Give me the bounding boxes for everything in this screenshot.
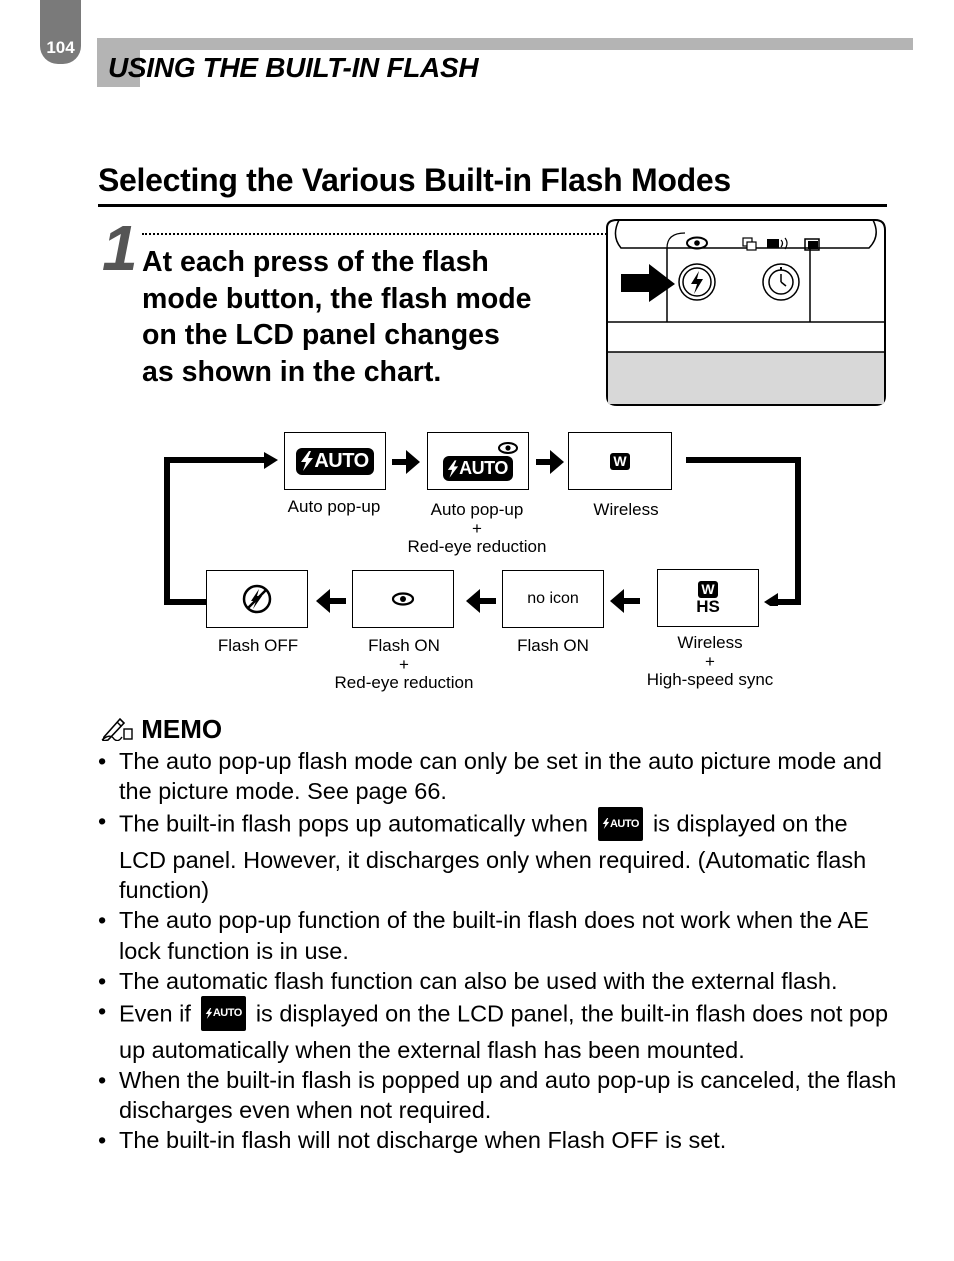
step-line: mode button, the flash mode (142, 282, 532, 315)
step-line: At each press of the flash (142, 246, 489, 278)
page-number: 104 (46, 38, 75, 57)
arrow-left-icon (610, 589, 640, 613)
label-line: + (472, 518, 482, 538)
label-line: Auto pop-up (430, 500, 524, 519)
wireless-icon: W (610, 452, 630, 470)
label-line: High-speed sync (646, 670, 774, 689)
auto-badge-text: AUTO (314, 449, 369, 472)
drive-mode-icons (742, 237, 820, 251)
dotted-rule (142, 233, 610, 235)
memo-text: The auto pop-up flash mode can only be s… (119, 748, 882, 805)
label-line: Red-eye reduction (407, 537, 547, 556)
arrow-right-icon (392, 450, 420, 474)
auto-badge-text: AUTO (609, 817, 639, 830)
flash-auto-redeye-icon: AUTO (443, 456, 513, 481)
list-item: The built-in flash pops up automatically… (98, 806, 898, 905)
mode-auto-popup-redeye: AUTO (427, 432, 529, 490)
label-line: Auto pop-up (287, 497, 381, 516)
press-arrow-icon (621, 264, 675, 302)
auto-badge-text: AUTO (212, 1007, 242, 1020)
self-timer-button-icon (762, 263, 800, 301)
list-item: When the built-in flash is popped up and… (98, 1065, 898, 1125)
header-bar (97, 38, 913, 50)
label-line: Wireless (593, 500, 659, 519)
wireless-hs-icon: W (698, 581, 718, 598)
label-line: Flash ON (368, 636, 440, 655)
mode-label: Flash ON (496, 636, 610, 656)
mode-label: Flash ON + Red-eye reduction (324, 636, 484, 693)
mode-label: Wireless + High-speed sync (628, 633, 792, 690)
memo-text: The built-in flash pops up automatically… (119, 810, 588, 837)
no-icon-text: no icon (527, 590, 579, 607)
redeye-icon (391, 592, 415, 606)
memo-text: The built-in flash will not discharge wh… (119, 1127, 727, 1154)
hs-text: HS (696, 597, 720, 616)
memo-text: is displayed on the LCD panel. However, … (119, 810, 867, 904)
step-number: 1 (102, 212, 138, 284)
flash-auto-inline-icon: AUTO (200, 996, 246, 1031)
label-line: + (399, 654, 409, 674)
step-line: as shown in the chart. (142, 355, 442, 388)
redeye-eye-icon (498, 442, 518, 454)
chapter-title: USING THE BUILT-IN FLASH (108, 52, 479, 83)
mode-label: Wireless (568, 500, 684, 520)
memo-text: Even if (119, 1000, 191, 1027)
memo-list: The auto pop-up flash mode can only be s… (98, 746, 898, 1156)
camera-top-illustration (606, 219, 886, 406)
arrow-right-icon (536, 450, 564, 474)
section-rule (98, 204, 887, 207)
step-line: on the LCD panel changes (142, 319, 500, 351)
memo-heading: MEMO (100, 714, 222, 745)
list-item: The built-in flash will not discharge wh… (98, 1125, 898, 1155)
step-instruction: At each press of the flash mode button, … (142, 244, 582, 390)
label-line: Red-eye reduction (334, 673, 474, 692)
mode-flash-on-redeye (352, 570, 454, 628)
flash-auto-icon: AUTO (296, 447, 374, 475)
list-item: The auto pop-up flash mode can only be s… (98, 746, 898, 806)
section-title: Selecting the Various Built-in Flash Mod… (98, 162, 731, 198)
label-line: Flash OFF (217, 636, 299, 655)
label-line: Flash ON (517, 636, 589, 655)
mode-flash-on: no icon (502, 570, 604, 628)
cycle-line-right (686, 457, 801, 606)
flash-button-icon (678, 263, 716, 301)
auto-badge-text: AUTO (459, 458, 508, 478)
flash-off-icon (242, 584, 272, 614)
page-tab (40, 0, 81, 64)
arrow-left-icon (466, 589, 496, 613)
mode-flash-off (206, 570, 308, 628)
memo-title: MEMO (141, 714, 223, 744)
header-accent (97, 38, 140, 87)
memo-text: is displayed on the LCD panel, the built… (119, 1000, 889, 1063)
list-item: The auto pop-up function of the built-in… (98, 905, 898, 965)
mode-wireless-hs: W HS (657, 569, 759, 627)
eye-icon (686, 236, 708, 250)
cycle-line-left (164, 452, 278, 605)
mode-label: Flash OFF (201, 636, 315, 656)
mode-label: Auto pop-up (284, 497, 384, 517)
label-line: + (705, 651, 715, 671)
memo-text: When the built-in flash is popped up and… (119, 1066, 897, 1124)
mode-label: Auto pop-up + Red-eye reduction (397, 500, 557, 557)
list-item: The automatic flash function can also be… (98, 966, 898, 996)
mode-auto-popup: AUTO (284, 432, 386, 490)
mode-wireless: W (568, 432, 672, 490)
label-line: Wireless (677, 633, 743, 652)
memo-text: The auto pop-up function of the built-in… (119, 907, 869, 964)
memo-text: The automatic flash function can also be… (119, 967, 838, 994)
flash-auto-inline-icon: AUTO (597, 806, 643, 842)
pencil-memo-icon (101, 717, 133, 743)
arrow-left-icon (316, 589, 346, 613)
